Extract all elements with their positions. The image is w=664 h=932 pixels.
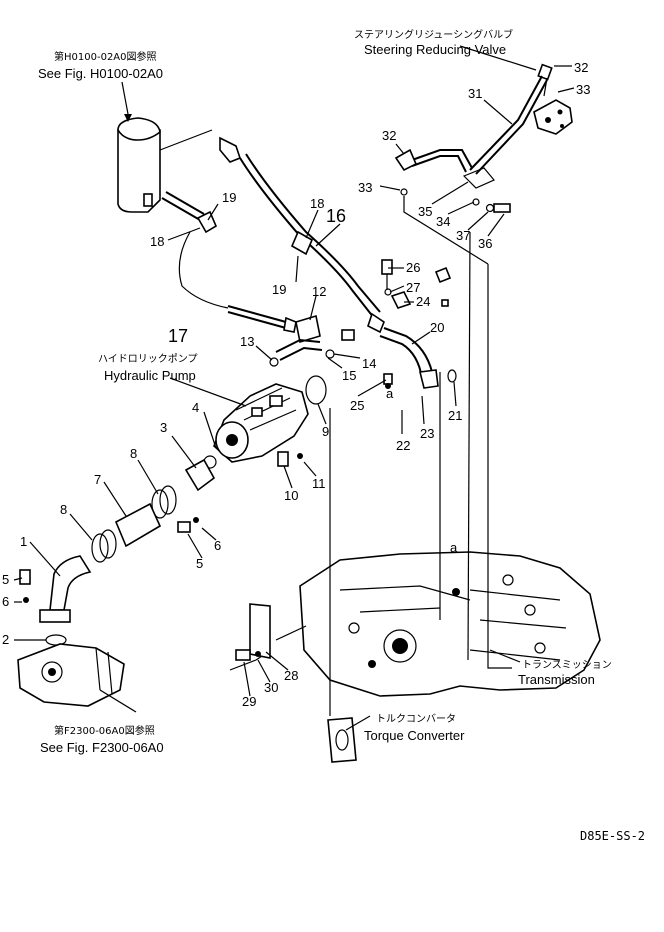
callout-32b: 32 [382,128,396,143]
callout-33b: 33 [358,180,372,195]
steering-valve-label-en: Steering Reducing Valve [364,42,506,57]
callout-26: 26 [406,260,420,275]
callout-32a: 32 [574,60,588,75]
steering-reducing-valve [533,63,573,135]
hydraulic-pump-label-en: Hydraulic Pump [104,368,196,383]
callout-5b: 5 [2,572,9,587]
callout-12: 12 [312,284,326,299]
callout-34: 34 [436,214,450,229]
callout-18b: 18 [310,196,324,211]
callout-6a: 6 [214,538,221,553]
ref-top-label-jp: 第H0100-02A0図参照 [54,50,157,63]
callout-18a: 18 [150,234,164,249]
callout-25: 25 [350,398,364,413]
pipe-20 [379,266,457,389]
pump-outlet-pipe [269,314,355,367]
callout-13: 13 [240,334,254,349]
reference-lines [229,196,512,716]
steering-tube-upper [394,148,511,213]
charge-pump [17,643,125,707]
section-mark-a-upper: a [386,386,394,401]
callout-5a: 5 [196,556,203,571]
drawing-code: D85E-SS-2 [580,829,645,843]
callout-9: 9 [322,424,329,439]
ref-bottom-label-en: See Fig. F2300-06A0 [40,740,164,755]
steering-pipe-31 [469,75,548,175]
transmission-label-en: Transmission [518,672,595,687]
callout-11: 11 [312,476,326,491]
pump-inlet-flange [177,455,217,533]
callout-24: 24 [416,294,430,309]
callout-36: 36 [478,236,492,251]
tube-7 [114,502,162,548]
callout-1: 1 [20,534,27,549]
callout-31: 31 [468,86,482,101]
callout-37: 37 [456,228,470,243]
text-labels: ステアリングリジューシングバルブ Steering Reducing Valve… [38,28,645,843]
reference-arrows [99,45,537,731]
callout-22: 22 [396,438,410,453]
hydraulic-tank [117,117,213,213]
section-mark-a-lower: a [450,540,458,555]
callout-19a: 19 [222,190,236,205]
torque-converter-label-en: Torque Converter [364,728,465,743]
callout-17: 17 [168,326,188,346]
callout-19b: 19 [272,282,286,297]
clamp-8-lower [91,529,117,563]
callout-28: 28 [284,668,298,683]
callout-15: 15 [342,368,356,383]
ref-top-label-en: See Fig. H0100-02A0 [38,66,163,81]
callout-4: 4 [192,400,199,415]
leader-lines [13,65,575,697]
callout-10: 10 [284,488,298,503]
callout-27: 27 [406,280,420,295]
callout-3: 3 [160,420,167,435]
callout-8b: 8 [60,502,67,517]
callout-35: 35 [418,204,432,219]
callout-numbers: 32 33 31 32 33 35 34 37 36 19 18 18 16 1… [2,60,590,709]
top-right-fitting [219,136,241,163]
callout-20: 20 [430,320,444,335]
ref-bottom-label-jp: 第F2300-06A0図参照 [54,724,155,737]
callout-7: 7 [94,472,101,487]
callout-23: 23 [420,426,434,441]
transmission-label-jp: トランスミッション [522,659,612,671]
callout-16: 16 [326,206,346,226]
callout-8a: 8 [130,446,137,461]
hose-16 [239,153,385,334]
callout-2: 2 [2,632,9,647]
bolts-26-27-24 [381,259,412,389]
torque-converter-label-jp: トルクコンバータ [376,713,456,725]
pump-o-ring-9 [305,375,327,405]
callout-29: 29 [242,694,256,709]
steering-valve-label-jp: ステアリングリジューシングバルブ [354,28,513,41]
torque-converter-port [327,717,357,763]
callout-30: 30 [264,680,278,695]
hydraulic-pump-label-jp: ハイドロリックポンプ [98,353,198,365]
callout-21: 21 [448,408,462,423]
elbow-1 [19,555,92,646]
hose-17 [161,191,297,333]
callout-14: 14 [362,356,376,371]
clamp-8-upper [151,485,177,519]
hydraulic-pump [213,383,309,463]
callout-33a: 33 [576,82,590,97]
bolt-10-11 [277,451,303,467]
transmission-housing [299,551,601,697]
callout-6b: 6 [2,594,9,609]
bracket-28 [235,603,271,661]
